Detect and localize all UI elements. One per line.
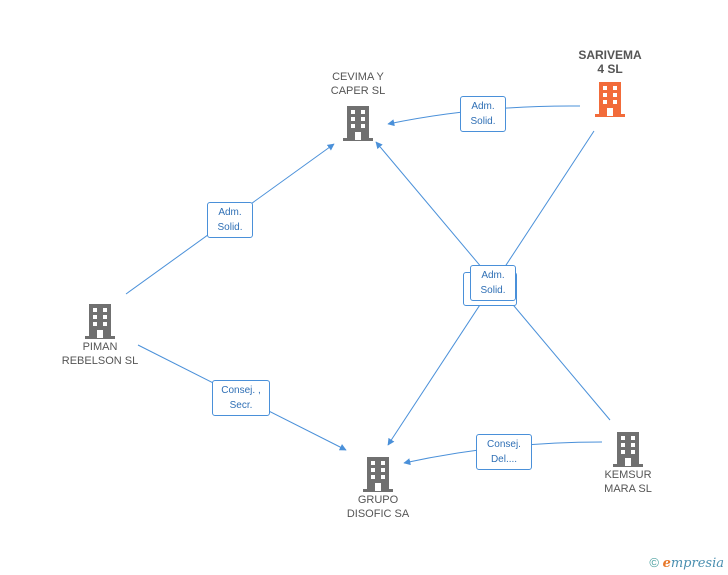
edge-label-piman-cevima[interactable]: Adm. Solid.	[207, 202, 253, 238]
edge-label-line-2: Solid.	[217, 222, 243, 233]
brand-footer: © empresia	[649, 555, 724, 571]
node-sarivema-name-1: SARIVEMA	[578, 48, 642, 62]
building-icon	[595, 82, 625, 117]
edge-label-kemsur-grupo[interactable]: Consej. Del....	[476, 434, 532, 470]
brand-logo-text: mpresia	[670, 556, 724, 571]
node-piman[interactable]: PIMAN REBELSON SL	[50, 302, 150, 368]
brand-logo-e: e	[662, 556, 671, 571]
node-sarivema-name-2: 4 SL	[597, 62, 623, 76]
node-grupo-name-2: DISOFIC SA	[346, 508, 410, 520]
edge-label-piman-grupo[interactable]: Consej. , Secr.	[212, 380, 270, 416]
node-kemsur[interactable]: KEMSUR MARA SL	[580, 430, 676, 496]
edge-label-line-2: Del....	[490, 454, 518, 465]
node-kemsur-name-1: KEMSUR	[604, 469, 652, 481]
node-kemsur-name-2: MARA SL	[604, 483, 652, 495]
edge-label-sarivema-cevima[interactable]: Adm. Solid.	[460, 96, 506, 132]
building-icon	[363, 457, 393, 492]
edge-label-line-1: Adm.	[481, 270, 505, 281]
edge-label-line-2: Solid.	[480, 285, 506, 296]
node-grupo-name-1: GRUPO	[357, 494, 399, 506]
building-icon	[613, 432, 643, 467]
edge-label-line-1: Consej.	[487, 439, 521, 450]
node-grupo[interactable]: GRUPO DISOFIC SA	[330, 455, 426, 521]
edge-label-line-2: Solid.	[470, 116, 496, 127]
edge-label-line-1: Consej. ,	[221, 385, 261, 396]
node-cevima-name-1: CEVIMA Y	[332, 71, 384, 83]
building-icon	[85, 304, 115, 339]
node-cevima-name-2: CAPER SL	[330, 85, 386, 97]
node-piman-name-2: REBELSON SL	[61, 355, 139, 367]
edge-label-line-2: Secr.	[229, 400, 253, 411]
copyright-icon: ©	[649, 555, 659, 570]
node-piman-name-1: PIMAN	[82, 341, 118, 353]
edge-label-kemsur-cevima[interactable]: Adm. Solid.	[470, 265, 516, 301]
edge-label-line-1: Adm.	[218, 207, 242, 218]
edge-label-line-1: Adm.	[471, 101, 495, 112]
node-cevima[interactable]: CEVIMA Y CAPER SL	[310, 70, 406, 142]
node-sarivema[interactable]: SARIVEMA 4 SL	[562, 48, 658, 118]
building-icon	[343, 106, 373, 141]
